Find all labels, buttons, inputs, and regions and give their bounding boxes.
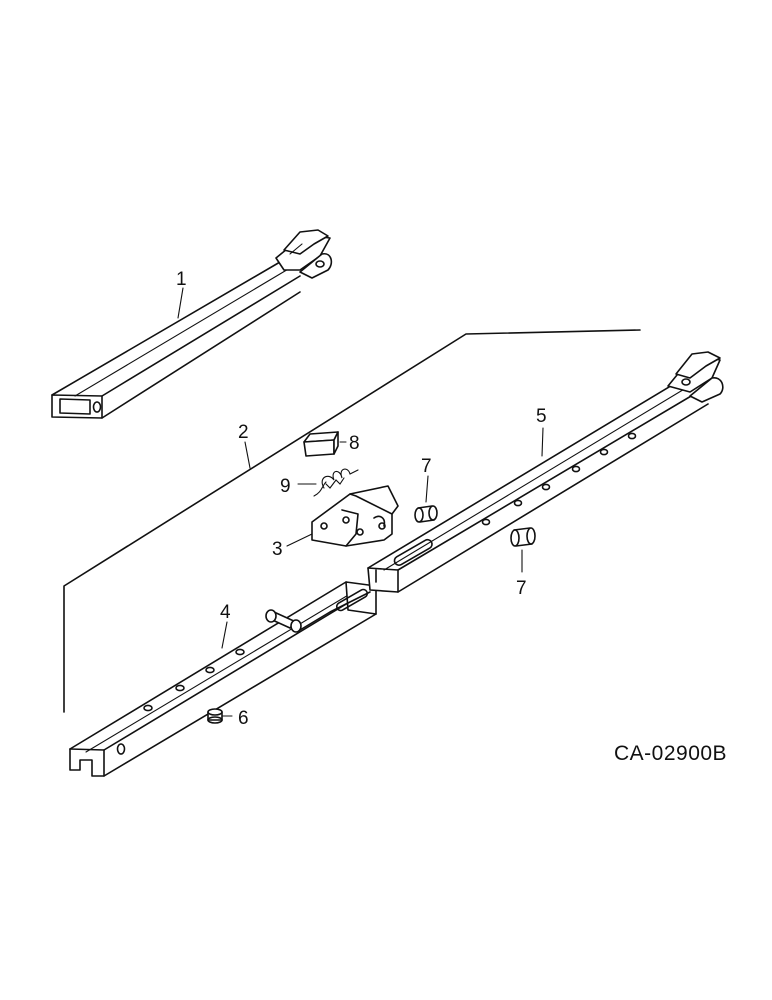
part-9-spring [313,468,359,497]
part-1-tube-drawbar [51,229,333,419]
part-3-latch-bracket [311,485,399,547]
pin-on-channel [265,609,302,633]
part-7-bushing-b [510,527,536,547]
callout-4: 4 [220,602,231,623]
callout-2: 2 [238,422,249,443]
callout-6: 6 [238,708,249,729]
part-4-channel-drawbar [69,581,377,777]
leader-lines [177,287,544,717]
callout-9: 9 [280,476,291,497]
callout-1: 1 [176,269,187,290]
drawing-code: CA-02900B [614,742,727,765]
part-5-channel-drawbar [367,351,724,593]
part-7-bushing-a [414,505,438,523]
callout-7a: 7 [421,456,432,477]
callout-8: 8 [349,433,360,454]
part-6-bushing [207,708,223,724]
callout-5: 5 [536,406,547,427]
callout-3: 3 [272,539,283,560]
part-8-block [303,431,339,457]
callout-7b: 7 [516,578,527,599]
assembly-bracket-line [63,329,641,713]
